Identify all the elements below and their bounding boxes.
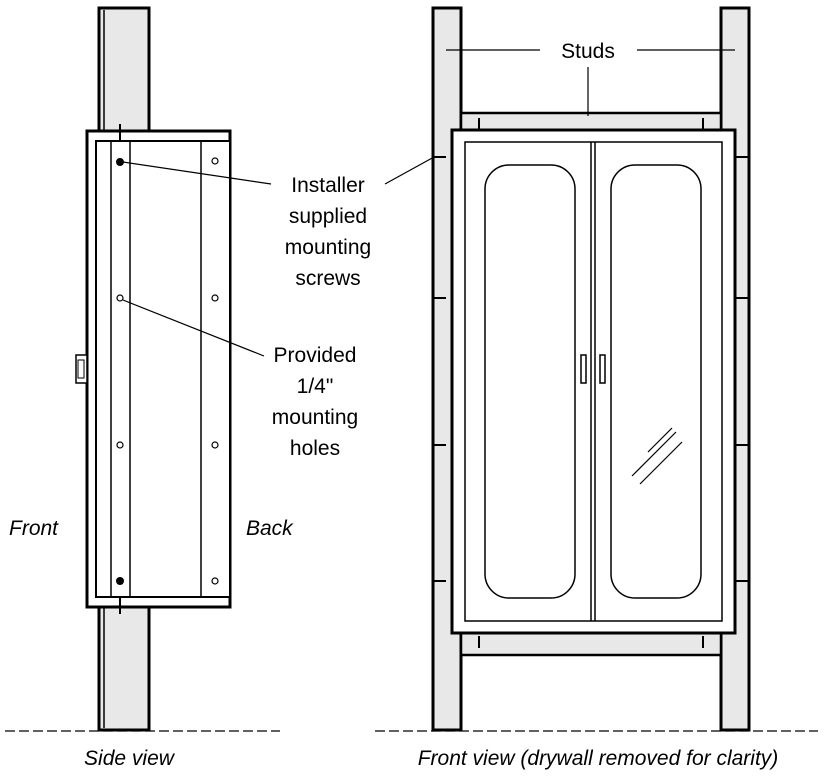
label-provided-1: Provided — [274, 344, 357, 367]
installer-screw — [116, 577, 124, 585]
installer-screw — [116, 158, 124, 166]
label-studs: Studs — [561, 40, 615, 63]
label-installer-4: screws — [295, 267, 360, 290]
label-provided-2: 1/4" — [297, 375, 334, 398]
label-provided-4: holes — [290, 437, 340, 460]
leader-mounting-holes — [122, 299, 265, 357]
mounting-hole — [211, 577, 219, 585]
mounting-hole — [116, 441, 124, 449]
door-handle-right — [599, 354, 606, 384]
caption-side-view: Side view — [84, 747, 176, 770]
side-handle-inner — [77, 359, 85, 379]
mounting-hole — [116, 294, 124, 302]
door-glass-right — [610, 164, 702, 599]
label-installer-3: mounting — [285, 236, 371, 259]
glass-reflection — [631, 431, 677, 477]
caption-front-view: Front view (drywall removed for clarity) — [418, 747, 779, 770]
mounting-hole — [211, 157, 219, 165]
label-installer-2: supplied — [289, 205, 367, 228]
leader-installer-screws — [122, 161, 272, 185]
leader-installer-front — [384, 156, 435, 185]
side-cabinet-flange — [95, 140, 231, 598]
label-back: Back — [246, 517, 294, 540]
mounting-hole — [211, 294, 219, 302]
glass-reflection — [647, 427, 673, 453]
label-front: Front — [9, 517, 59, 540]
door-glass-left — [484, 164, 576, 599]
side-view — [5, 6, 280, 732]
labels: Studs Installer supplied mounting screws… — [9, 40, 778, 770]
glass-reflection — [639, 441, 683, 485]
mounting-hole — [211, 441, 219, 449]
door-handle-left — [580, 354, 587, 384]
label-provided-3: mounting — [272, 406, 358, 429]
label-installer-1: Installer — [291, 174, 365, 197]
front-view — [375, 6, 818, 732]
